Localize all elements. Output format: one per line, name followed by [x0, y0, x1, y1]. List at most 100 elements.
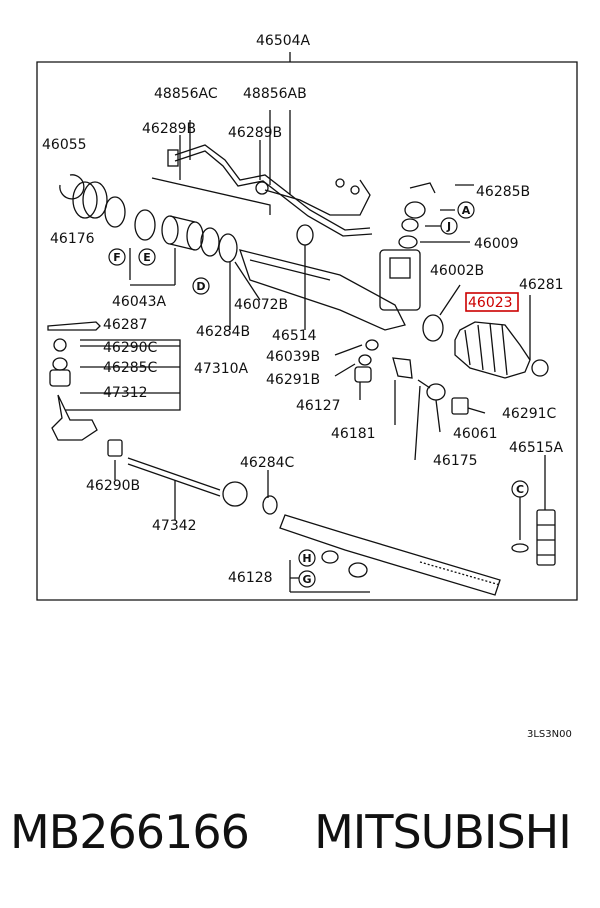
housing-line: [249, 259, 331, 281]
label-46127: 46127: [296, 398, 341, 414]
label-48856ac: 48856AC: [154, 86, 218, 102]
label-47310a: 47310A: [194, 361, 249, 377]
spring-j: [401, 218, 419, 232]
bushing-46176-body: [82, 181, 108, 219]
leader-right: [420, 184, 474, 243]
leader-47310a: [65, 339, 181, 411]
clamp-46002b: [422, 314, 444, 342]
footer: MB266166 MITSUBISHI: [10, 805, 595, 859]
label-46289b-right: 46289B: [228, 125, 282, 141]
marker-f-text: F: [113, 251, 121, 264]
nut-46127: [354, 366, 372, 383]
pipe-end-fitting: [167, 149, 179, 167]
bushing-46176: [72, 181, 98, 219]
label-46284c: 46284C: [240, 455, 295, 471]
marker-e: [138, 248, 156, 266]
label-46289b-left: 46289B: [142, 121, 196, 137]
label-46281: 46281: [519, 277, 564, 293]
pipe-48856ab: [264, 179, 371, 216]
leader-housing: [229, 245, 306, 330]
ring-g: [348, 562, 368, 578]
brand-name: MITSUBISHI: [314, 805, 572, 859]
marker-d: [192, 277, 210, 295]
rack-teeth: [419, 561, 501, 586]
marker-d-text: D: [196, 280, 205, 293]
ball-joint: [222, 481, 248, 507]
label-46284b: 46284B: [196, 324, 250, 340]
tie-rod-end-47312: [51, 394, 98, 441]
label-46290b: 46290B: [86, 478, 140, 494]
ring-c: [511, 543, 529, 553]
seal-f: [104, 196, 126, 228]
label-46072b: 46072B: [234, 297, 288, 313]
label-46514: 46514: [272, 328, 317, 344]
rack-46128: [279, 514, 501, 596]
spring-46175: [417, 379, 431, 389]
label-46175: 46175: [433, 453, 478, 469]
nut-46009: [398, 235, 418, 249]
marker-a-text: A: [462, 204, 471, 217]
boot-ribs: [464, 322, 508, 376]
leader-46128: [289, 560, 370, 593]
clamp-46281: [531, 359, 549, 377]
marker-a: [457, 201, 475, 219]
marker-h-text: H: [302, 552, 311, 565]
tie-rod-47342: [127, 457, 221, 491]
pinion-port: [389, 257, 411, 279]
label-46285b: 46285B: [476, 184, 530, 200]
bushing-46514: [296, 224, 314, 246]
assembly-frame: [36, 52, 578, 601]
label-46061: 46061: [453, 426, 498, 442]
yoke-46181: [392, 357, 413, 379]
nut-46290c: [53, 338, 67, 352]
label-46515a: 46515A: [509, 440, 564, 456]
ring-d: [200, 227, 220, 257]
pipe-nut: [350, 185, 360, 195]
label-46002b: 46002B: [430, 263, 484, 279]
cap-a: [404, 201, 426, 219]
clip-46285b: [409, 182, 436, 194]
label-47342: 47342: [152, 518, 197, 534]
circled-letter-markers: [108, 201, 529, 588]
seal-e: [134, 209, 156, 241]
pipe-48856ac-edge: [174, 150, 373, 237]
label-46043a: 46043A: [112, 294, 167, 310]
label-46009: 46009: [474, 236, 519, 252]
marker-e-text: E: [143, 251, 151, 264]
label-drawing-code: 3LS3N00: [527, 729, 572, 740]
label-46291b: 46291B: [266, 372, 320, 388]
washer-46291b: [358, 354, 372, 366]
pinion-housing: [379, 249, 421, 311]
yoke-46061: [426, 383, 446, 401]
rack-bushing: [161, 215, 179, 245]
lock-washer-46284c: [262, 495, 278, 515]
tie-rod-47342-edge: [127, 463, 221, 497]
leader-46043a: [129, 248, 176, 286]
label-46287: 46287: [103, 317, 148, 333]
rack-bushing-body: [169, 215, 196, 251]
leader-boot: [439, 284, 531, 360]
label-46055: 46055: [42, 137, 87, 153]
pipe-bracket-line: [151, 177, 271, 215]
label-46039b: 46039B: [266, 349, 320, 365]
leader-middle: [334, 344, 486, 461]
pinion-gear: [537, 524, 555, 556]
locknut-46291c: [451, 397, 469, 415]
marker-g: [298, 570, 316, 588]
label-46285c: 46285C: [103, 360, 158, 376]
marker-c: [511, 480, 529, 498]
marker-g-text: G: [302, 573, 311, 586]
nut-46290b: [107, 439, 123, 457]
part-number: MB266166: [10, 805, 250, 859]
label-47312: 47312: [103, 385, 148, 401]
highlight-box: [465, 292, 519, 312]
marker-h: [298, 549, 316, 567]
label-46181: 46181: [331, 426, 376, 442]
label-46176: 46176: [50, 231, 95, 247]
seal-46285c: [52, 357, 68, 371]
label-assembly: 46504A: [256, 33, 311, 49]
marker-j-text: J: [446, 220, 451, 233]
label-48856ab: 48856AB: [243, 86, 307, 102]
label-46290c: 46290C: [103, 340, 158, 356]
